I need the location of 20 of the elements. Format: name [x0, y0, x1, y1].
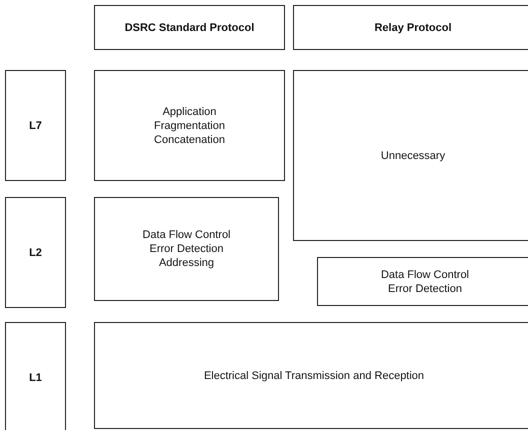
- box-text: Application Fragmentation Concatenation: [153, 104, 226, 146]
- function-box: [293, 70, 528, 241]
- layer-box: [5, 197, 66, 308]
- function-box: [317, 257, 528, 306]
- box-heading: L7: [29, 118, 42, 132]
- box-text: Electrical Signal Transmission and Reception: [204, 368, 424, 382]
- box-text: Data Flow Control Error Detection: [380, 268, 470, 296]
- header-box: [293, 5, 528, 50]
- function-box: [94, 70, 285, 181]
- layer-box: [5, 322, 66, 430]
- box-text: Data Flow Control Error Detection Addressing: [141, 228, 232, 270]
- header-box: [94, 5, 285, 50]
- box-heading: Relay Protocol: [374, 20, 452, 34]
- function-box: [94, 197, 279, 301]
- box-heading: L1: [29, 371, 42, 385]
- layer-box: [5, 70, 66, 181]
- box-text: Unnecessary: [380, 148, 446, 162]
- box-heading: L2: [29, 246, 42, 260]
- function-box: [94, 322, 528, 429]
- box-heading: DSRC Standard Protocol: [124, 20, 254, 34]
